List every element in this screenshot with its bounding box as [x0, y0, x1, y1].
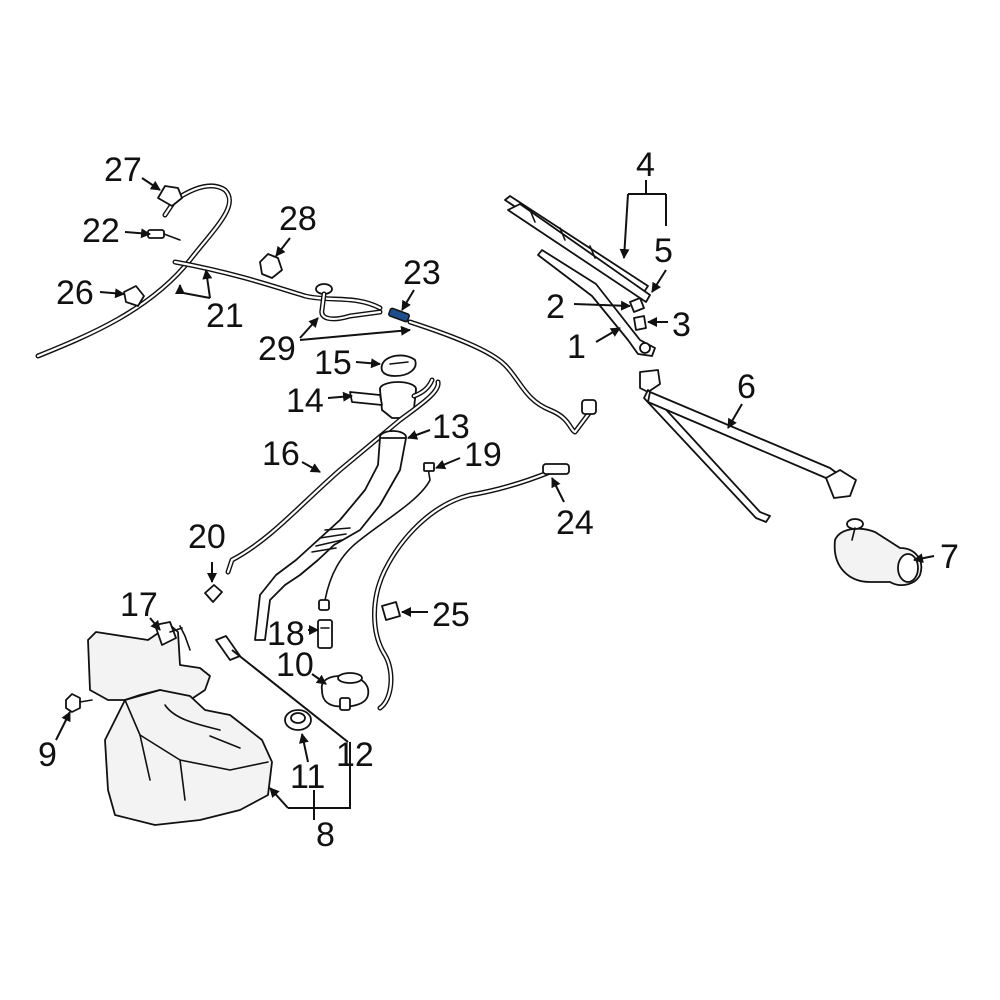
filler-neck-13 [254, 430, 407, 641]
callout-20: 20 [188, 518, 226, 556]
callout-24: 24 [556, 504, 594, 542]
hose-connector-22 [147, 229, 181, 241]
callout-14: 14 [286, 382, 324, 420]
hose-12 [215, 635, 241, 661]
callout-3: 3 [672, 306, 691, 344]
callout-17: 17 [120, 586, 158, 624]
pump-grommet-11 [284, 709, 312, 731]
grommet-20 [204, 584, 223, 603]
callout-29: 29 [258, 330, 296, 368]
callout-12: 12 [336, 736, 374, 774]
callout-9: 9 [38, 736, 57, 774]
callout-22: 22 [82, 212, 120, 250]
callout-10: 10 [276, 646, 314, 684]
callout-27: 27 [104, 151, 142, 189]
callout-leaders [55, 177, 935, 820]
bracket-17 [179, 625, 191, 651]
callout-23: 23 [403, 254, 441, 292]
callout-6: 6 [737, 368, 756, 406]
callout-labels: 1 2 3 4 5 6 7 8 9 10 11 12 13 14 15 16 1… [38, 146, 959, 854]
callout-7: 7 [940, 538, 959, 576]
washer-hose-rear [35, 183, 383, 359]
wiper-linkage-6 [639, 369, 857, 523]
arm-nut-3 [633, 315, 647, 331]
hose-clip-25 [381, 601, 401, 621]
hose-clip-26 [123, 285, 145, 307]
grommet-28 [259, 253, 283, 279]
filler-neck-bracket-14 [349, 377, 435, 419]
callout-28: 28 [279, 200, 317, 238]
level-sensor-18 [317, 619, 333, 649]
callout-1: 1 [567, 328, 586, 366]
callout-19: 19 [464, 436, 502, 474]
reservoir-cap-15 [380, 354, 417, 377]
callout-15: 15 [314, 344, 352, 382]
arm-cap-2 [629, 297, 645, 313]
callout-2: 2 [546, 288, 565, 326]
wiper-blade-4 [504, 195, 651, 303]
callout-5: 5 [654, 232, 673, 270]
callout-11: 11 [290, 758, 325, 796]
callout-13: 13 [432, 408, 470, 446]
pump-harness-19 [318, 462, 435, 611]
washer-pump-10 [320, 672, 370, 711]
callout-4: 4 [636, 146, 655, 184]
callout-18: 18 [267, 615, 305, 653]
check-valve-23 [388, 307, 410, 323]
hose-tee-29 [315, 283, 383, 322]
washer-reservoir-8 [87, 621, 273, 826]
callout-21: 21 [206, 297, 244, 335]
wiper-motor-7 [833, 518, 923, 586]
callout-25: 25 [432, 596, 470, 634]
washer-hose-24 [372, 463, 570, 711]
wiper-arm-1 [537, 249, 656, 357]
washer-hose-front [407, 319, 597, 435]
overflow-tube-16 [225, 379, 441, 575]
bolt-9 [65, 693, 93, 713]
callout-8: 8 [316, 816, 335, 854]
hose-clip-27 [157, 185, 183, 207]
callout-16: 16 [262, 435, 300, 473]
callout-26: 26 [56, 274, 94, 312]
